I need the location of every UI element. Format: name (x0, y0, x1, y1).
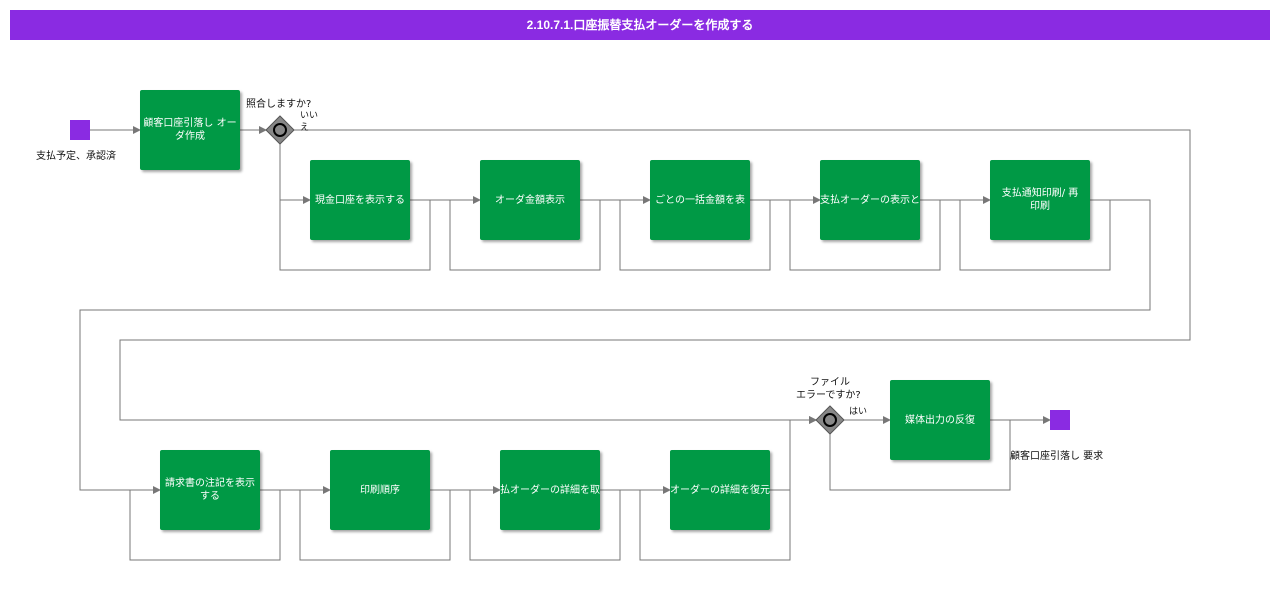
start-event-label: 支払予定、承認済 (36, 151, 116, 162)
task-media-output-loop[interactable]: 媒体出力の反復 (890, 380, 990, 460)
task-print-notice[interactable]: 支払通知印刷/ 再印刷 (990, 160, 1090, 240)
task-label: 顧客口座引落し オーダ作成 (143, 118, 237, 142)
task-label: 支払オーダーの表示と (820, 194, 920, 206)
edge-t10-g2 (770, 416, 817, 491)
task-label: 支払通知印刷/ 再印刷 (1001, 188, 1079, 212)
flow-edges (79, 126, 1191, 561)
task-label: オーダ金額表示 (495, 194, 565, 206)
end-event-label: 顧客口座引落し 要求 (1010, 451, 1104, 462)
edge-t6-t7 (79, 199, 1151, 494)
edge-t3-loop (449, 200, 601, 271)
task-restore-order-details[interactable]: オーダーの詳細を復元 (670, 450, 770, 530)
edge-t2-loop (279, 200, 431, 271)
gateway-match-no-label: いい え (300, 111, 319, 133)
gateway-file-error-question-line1: ファイル (810, 377, 850, 388)
edge-g1-yes (279, 144, 311, 204)
edge-g1-no (119, 129, 1191, 424)
gateway-file-error-question-line2: エラーですか? (796, 390, 861, 401)
task-invoice-notes[interactable]: 請求書の注記を表示する (160, 450, 260, 530)
task-create-order[interactable]: 顧客口座引落し オーダ作成 (140, 90, 240, 170)
task-payment-order-display[interactable]: 支払オーダーの表示と (820, 160, 920, 240)
task-print-order[interactable]: 印刷順序 (330, 450, 430, 530)
edge-t10-loop (639, 490, 791, 561)
edge-t4-loop (619, 200, 771, 271)
edge-g2-no (829, 420, 1011, 491)
task-label: オーダーの詳細を復元 (670, 484, 770, 496)
task-get-order-details[interactable]: 払オーダーの詳細を取 (500, 450, 600, 530)
edge-t5-loop (789, 200, 941, 271)
edge-t6-loop (959, 200, 1111, 271)
task-label: 媒体出力の反復 (905, 414, 975, 426)
start-event (70, 120, 90, 140)
task-lump-sum[interactable]: ごとの一括金額を表 (650, 160, 750, 240)
diagram-title: 2.10.7.1.口座振替支払オーダーを作成する (10, 10, 1270, 40)
task-label: ごとの一括金額を表 (655, 194, 745, 206)
task-label: 印刷順序 (360, 484, 400, 496)
edge-t7-loop (129, 490, 281, 561)
edge-t9-loop (469, 490, 621, 561)
task-label: 請求書の注記を表示する (165, 478, 255, 502)
task-order-amount[interactable]: オーダ金額表示 (480, 160, 580, 240)
task-show-cash-account[interactable]: 現金口座を表示する (310, 160, 410, 240)
gateway-file-error-yes-label: はい (849, 407, 868, 417)
gateway-file-error (815, 405, 845, 435)
task-label: 払オーダーの詳細を取 (500, 484, 600, 496)
task-label: 現金口座を表示する (315, 194, 405, 206)
gateway-match (265, 115, 295, 145)
edge-t8-loop (299, 490, 451, 561)
gateway-match-question: 照合しますか? (246, 99, 312, 110)
end-event (1050, 410, 1070, 430)
